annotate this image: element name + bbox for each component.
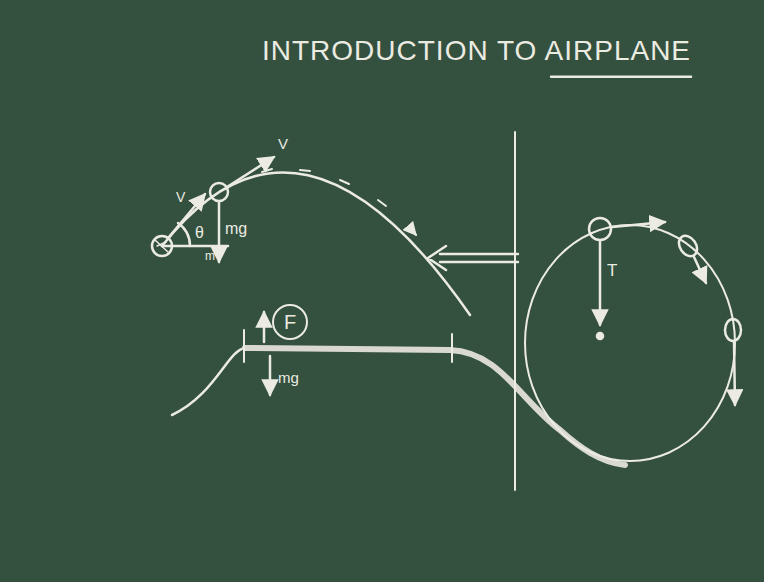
flight-path-thick — [245, 348, 625, 465]
weight-label: mg — [225, 220, 247, 238]
ball — [675, 232, 701, 259]
velocity-arrow — [612, 222, 665, 227]
segment-tick — [451, 334, 453, 362]
weight-arrow — [218, 202, 221, 262]
loop-circle — [525, 225, 735, 461]
weight-arrow — [269, 356, 272, 395]
trajectory-direction-ticks — [262, 169, 416, 235]
force-circle: F — [272, 304, 308, 340]
segment-tick — [243, 330, 245, 362]
divider-line — [514, 132, 516, 490]
angle-arc — [178, 223, 190, 246]
angle-label: θ — [195, 224, 204, 242]
velocity-arrow — [734, 342, 735, 405]
loop-center — [597, 333, 603, 339]
ball — [589, 218, 611, 240]
force-symbol: F — [284, 311, 296, 333]
velocity-arrow — [227, 157, 274, 187]
tension-label: T — [607, 262, 617, 281]
ball — [210, 183, 228, 201]
pointer-arrow — [428, 246, 518, 270]
title-underline — [551, 76, 691, 79]
velocity-label: V — [278, 136, 288, 153]
weight-label: mg — [278, 370, 299, 387]
flight-path — [172, 348, 625, 465]
tension-arrow — [599, 241, 602, 325]
velocity-label: V — [176, 190, 185, 205]
ball — [725, 319, 741, 341]
lift-arrow — [263, 312, 266, 342]
velocity-arrow — [694, 257, 706, 283]
board-title: INTRODUCTION TO AIRPLANE — [262, 36, 691, 67]
trajectory-curve — [162, 172, 470, 315]
mass-label: m — [205, 250, 215, 263]
